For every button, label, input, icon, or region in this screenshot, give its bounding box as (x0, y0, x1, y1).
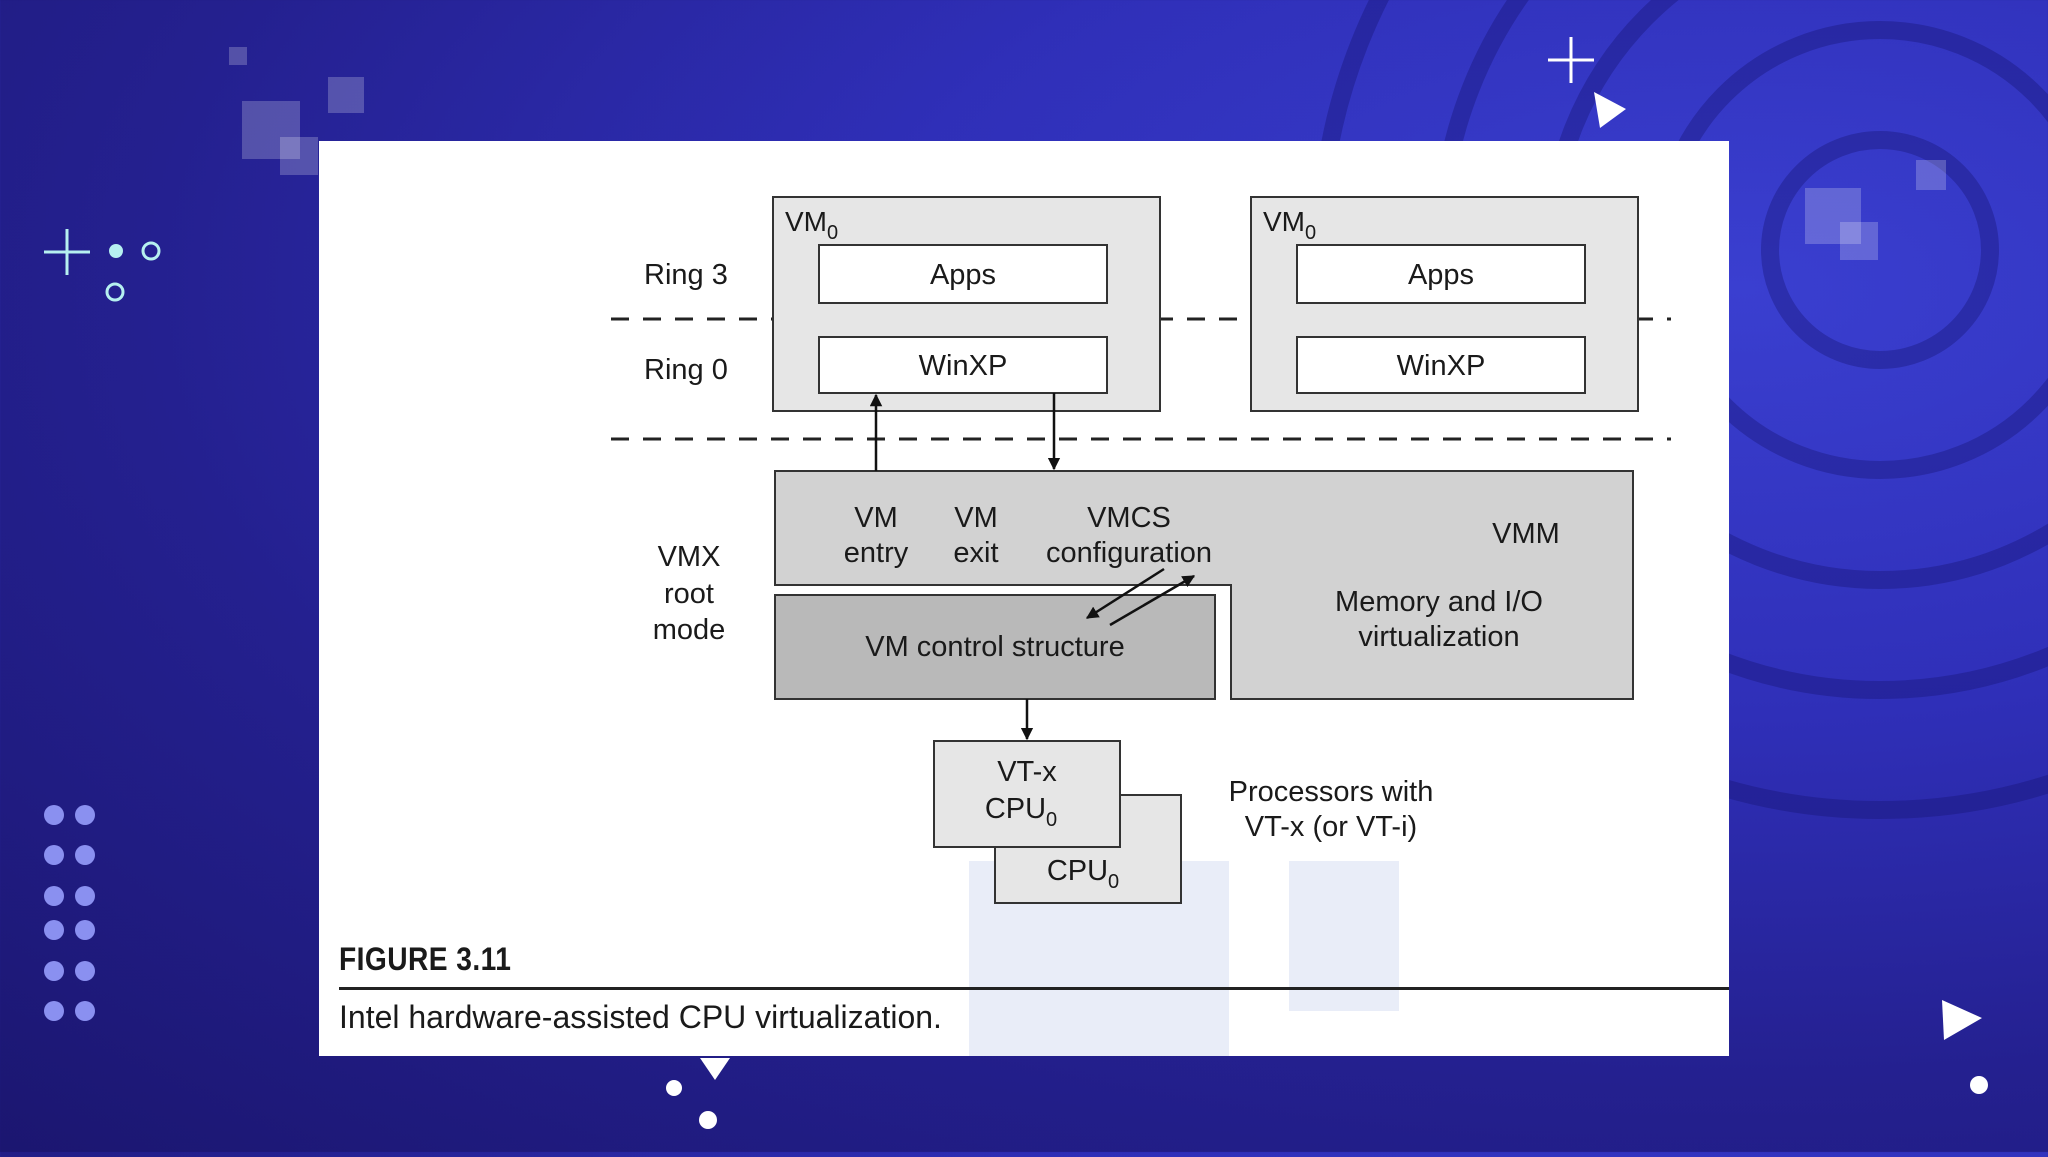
deco-square (1840, 222, 1878, 260)
play-icon (1942, 1000, 1982, 1040)
vtx-cpu-box (933, 740, 1121, 848)
vmcs-label-1: VMCS (1087, 502, 1171, 534)
figure-rule (339, 987, 1729, 990)
vm-exit-label-2: exit (953, 537, 998, 569)
deco-square (1805, 188, 1861, 244)
vm-entry-label-1: VM (854, 502, 898, 534)
memory-io-label-1: Memory and I/O (1335, 586, 1543, 618)
winxp-label-left: WinXP (919, 350, 1008, 382)
plus-icon (44, 229, 90, 275)
vm-exit-label-1: VM (954, 502, 998, 534)
winxp-label-right: WinXP (1397, 350, 1486, 382)
ring0-label: Ring 0 (644, 354, 728, 386)
ring3-label: Ring 3 (644, 259, 728, 291)
vtx-label-1: VT-x (997, 756, 1057, 788)
dot-icon (1970, 1076, 1988, 1094)
apps-label-left: Apps (930, 259, 996, 291)
deco-square (280, 137, 318, 175)
play-icon (1594, 92, 1626, 128)
vm-right-label: VM0 (1263, 206, 1316, 244)
vmx-label-line3: mode (653, 614, 726, 646)
figure-label: FIGURE 3.11 (339, 941, 512, 977)
deco-square (1916, 160, 1946, 190)
vm-entry-label-2: entry (844, 537, 909, 569)
apps-label-right: Apps (1408, 259, 1474, 291)
apps-box-right (1296, 244, 1586, 304)
dot-grid (44, 805, 95, 1021)
cpu-label: CPU0 (1047, 855, 1119, 893)
apps-box-left (818, 244, 1108, 304)
figure-card: VM0 Apps WinXP VM0 Apps WinXP Ring 3 Rin… (319, 141, 1729, 1056)
vmm-box (774, 470, 1634, 700)
plus-icon (1548, 37, 1594, 83)
vm-left-label: VM0 (785, 206, 838, 244)
vmm-label: VMM (1492, 518, 1560, 550)
vmx-label-line2: root (664, 578, 714, 610)
processors-label-2: VT-x (or VT-i) (1245, 811, 1417, 843)
memory-io-label-2: virtualization (1358, 621, 1519, 653)
processors-label-1: Processors with (1229, 776, 1434, 808)
dot-icon (699, 1111, 717, 1129)
vm-control-structure-box (774, 594, 1216, 700)
dot-icon (666, 1080, 682, 1096)
vm-control-structure-label: VM control structure (865, 631, 1124, 663)
ring-icon (141, 241, 161, 261)
deco-square (328, 77, 364, 113)
vmcs-label-2: configuration (1046, 537, 1212, 569)
play-icon (700, 1058, 730, 1080)
vmx-label-line1: VMX (658, 541, 721, 573)
virtualization-diagram: VM0 Apps WinXP VM0 Apps WinXP Ring 3 Rin… (611, 196, 1671, 1056)
vtx-label-2: CPU0 (985, 793, 1057, 831)
deco-square (229, 47, 247, 65)
vmcs-to-control-arrow (1085, 567, 1165, 620)
ring-icon (105, 282, 125, 302)
winxp-box-right (1296, 336, 1586, 394)
control-to-vmcs-arrow (1109, 574, 1196, 627)
dot-icon (109, 244, 123, 258)
deco-square (242, 101, 300, 159)
winxp-box-left (818, 336, 1108, 394)
figure-caption: Intel hardware-assisted CPU virtualizati… (339, 999, 942, 1035)
